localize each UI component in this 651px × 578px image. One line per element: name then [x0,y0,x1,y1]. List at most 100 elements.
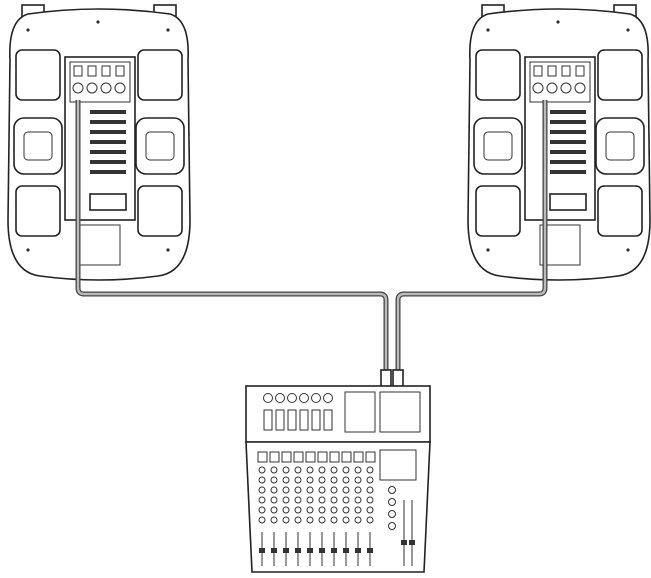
panel-label [90,140,126,144]
speaker-handle [595,117,645,175]
panel-label [550,130,586,134]
channel-knob [282,466,290,474]
panel-label [90,130,126,134]
power-socket [549,193,587,211]
main-outputs [379,391,421,433]
speaker-handle [13,117,63,175]
cable-right [395,100,548,372]
channel-knob [366,516,374,524]
speaker-handle [473,117,523,175]
master-knob [388,486,396,494]
jack [87,65,97,77]
knob [574,82,586,94]
screw [166,28,170,32]
mixer-io-section [344,391,376,433]
channel-knob [258,506,266,514]
channel-knob [270,516,278,524]
screw [626,248,630,252]
channel-knob [354,516,362,524]
knob [86,82,98,94]
xlr-input [323,393,333,403]
xlr-input [287,393,297,403]
channel-knob [294,516,302,524]
speaker-handle [135,117,185,175]
panel-label [90,170,126,174]
fader-cap [271,548,277,553]
panel-label [90,150,126,154]
channel-knob [330,496,338,504]
xlr-input [299,393,309,403]
left-speaker [7,4,191,281]
channel-knob [318,466,326,474]
jack [73,65,83,77]
knob [546,82,558,94]
fader-cap [367,548,373,553]
channel-knob [354,466,362,474]
speaker-corner-pad [597,185,643,237]
speaker-corner-pad [15,49,61,101]
channel-knob [306,516,314,524]
panel-label [90,160,126,164]
speaker-handle-grip [23,131,53,161]
channel-knob [282,516,290,524]
master-knob [388,522,396,530]
channel-knob [366,496,374,504]
channel-xlr [329,451,340,463]
channel-knob [258,486,266,494]
power-socket [89,193,127,211]
cable-left [75,100,389,372]
panel-label [550,120,586,124]
channel-knob [318,476,326,484]
speaker-corner-pad [137,49,183,101]
channel-knob [342,476,350,484]
channel-knob [366,476,374,484]
panel-label [90,110,126,114]
screw [626,28,630,32]
channel-xlr [317,451,328,463]
mixer [245,385,431,573]
master-knob [388,498,396,506]
channel-knob [270,506,278,514]
panel-label [550,170,586,174]
mixer-rear-panel [245,385,431,443]
channel-knob [258,516,266,524]
channel-knob [270,496,278,504]
jack [561,65,571,77]
channel-knob [282,486,290,494]
channel-knob [294,476,302,484]
panel-label [550,150,586,154]
jack-input [263,409,273,431]
channel-xlr [269,451,280,463]
speaker-corner-pad [597,49,643,101]
knob [100,82,112,94]
channel-knob [270,466,278,474]
jack [533,65,543,77]
fader-cap [307,548,313,553]
channel-knob [294,486,302,494]
channel-knob [342,486,350,494]
jack [115,65,125,77]
channel-knob [306,466,314,474]
speaker-handle-grip [145,131,175,161]
fader-cap [319,548,325,553]
channel-knob [306,476,314,484]
xlr-input [311,393,321,403]
channel-knob [258,476,266,484]
channel-knob [354,506,362,514]
panel-label [550,160,586,164]
channel-knob [342,506,350,514]
jack-input [275,409,285,431]
master-fader-cap [401,540,407,545]
channel-knob [318,486,326,494]
channel-knob [354,486,362,494]
channel-knob [306,506,314,514]
knob [560,82,572,94]
master-section [379,449,417,481]
mixer-top-surface [245,441,431,573]
fader-cap [295,548,301,553]
channel-knob [342,496,350,504]
speaker-stand-mount [539,224,581,266]
channel-knob [294,506,302,514]
right-speaker [467,4,651,281]
channel-knob [258,466,266,474]
